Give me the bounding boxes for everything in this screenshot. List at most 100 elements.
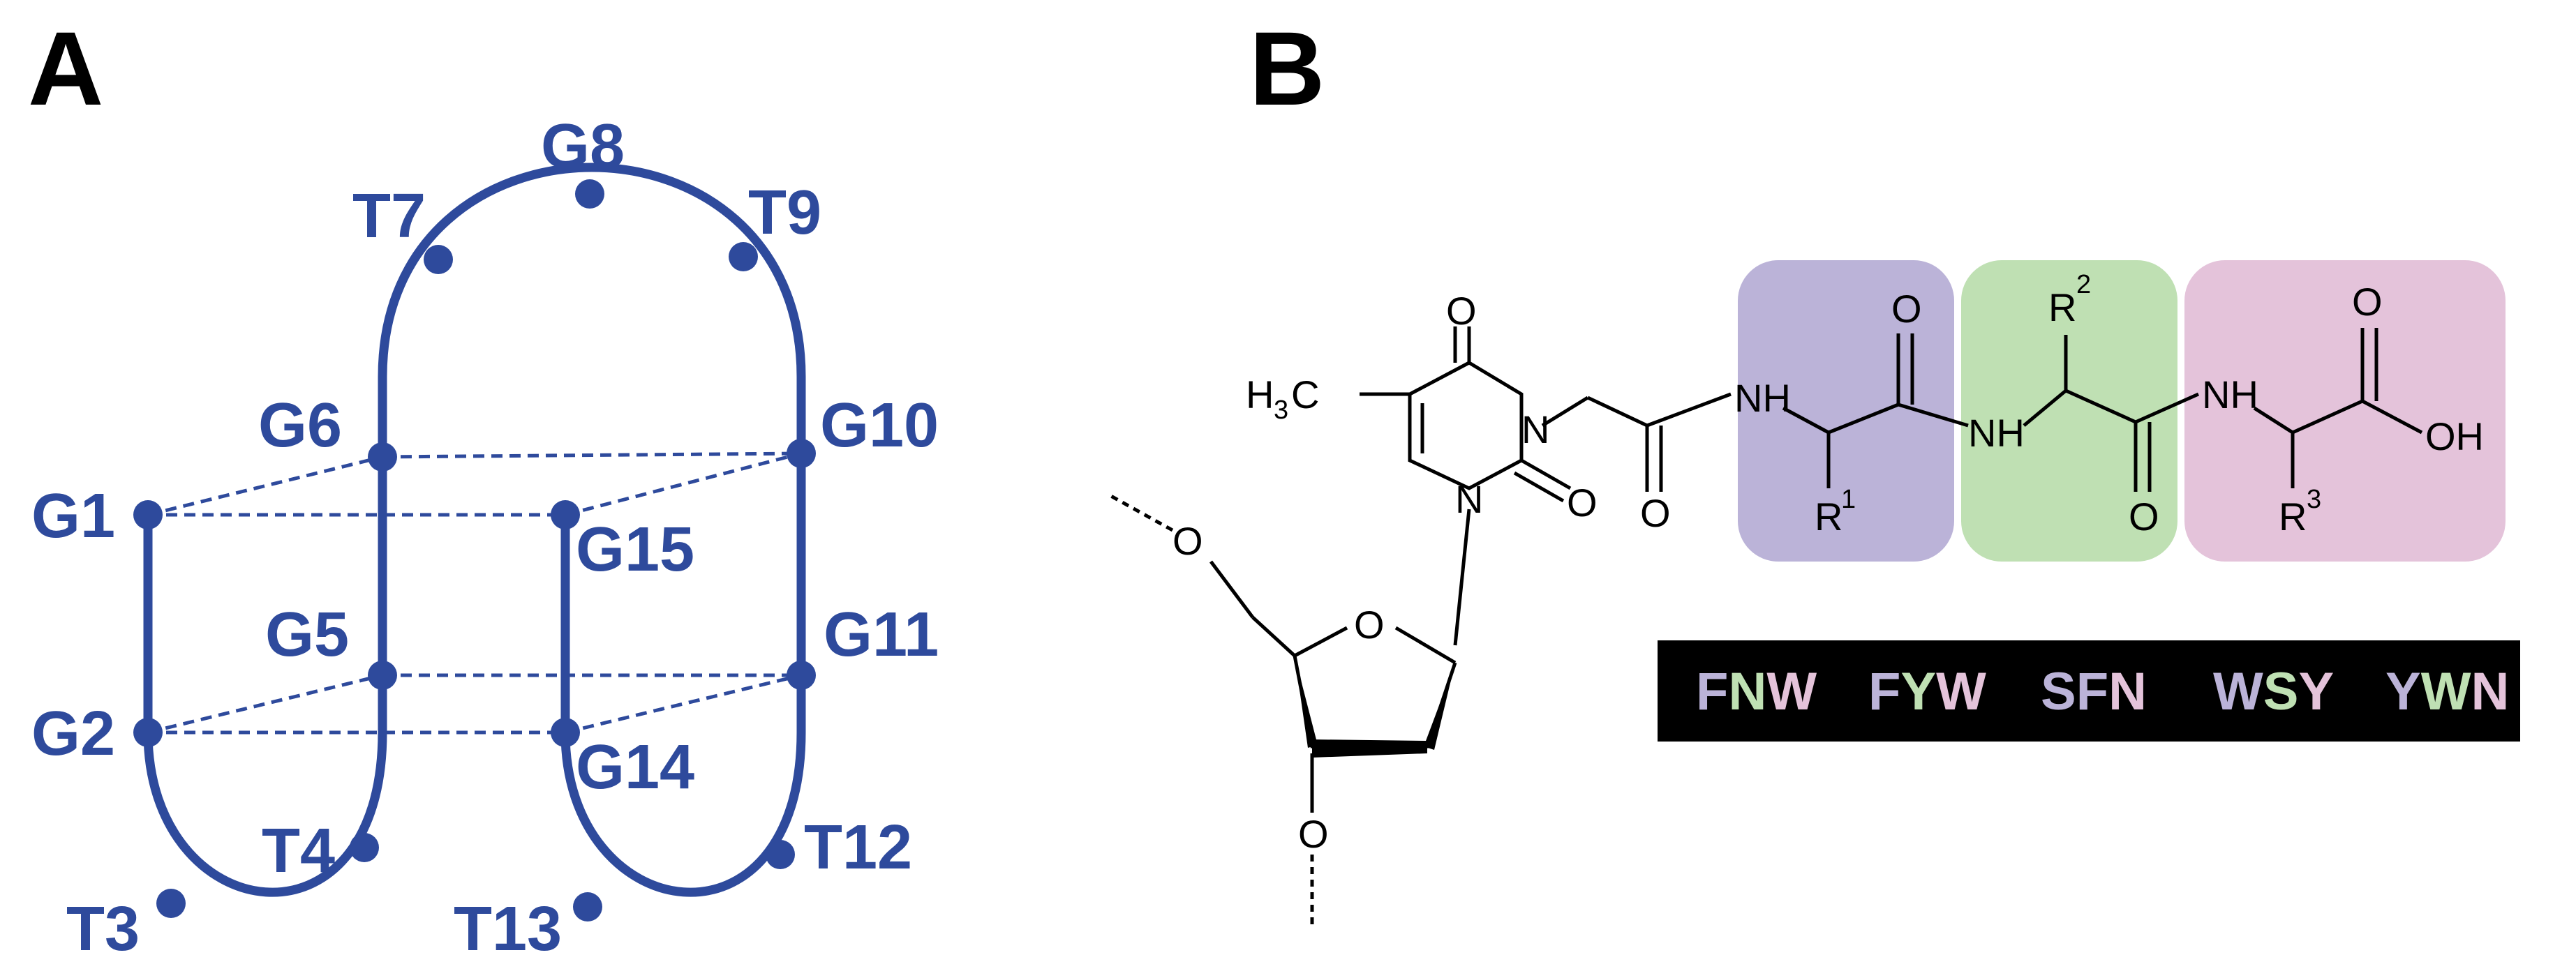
- atom-o-top: O: [1446, 289, 1477, 333]
- atom-r1: R: [1815, 495, 1842, 539]
- code-1-letter-2: N: [1728, 662, 1766, 721]
- stack-line-g1-g6: [147, 455, 383, 517]
- atom-o-3prime: O: [1298, 812, 1329, 856]
- bond-ch2-c: [1586, 396, 1648, 428]
- g-quadruplex-diagram: G1 G2 T3 T4 G5 G6 T7 G8 T9 G10 G11 T12 T…: [31, 112, 939, 964]
- atom-o-c2: O: [1567, 481, 1598, 525]
- stack-line-g2-g5: [147, 673, 383, 735]
- bond-ca1-c1: [1828, 403, 1899, 435]
- label-g5: G5: [265, 600, 349, 670]
- node-g2: [133, 718, 163, 747]
- atom-n1: N: [1455, 477, 1483, 521]
- node-g14: [551, 718, 580, 747]
- bond-c2-o-double: [1513, 471, 1565, 503]
- atom-nh3: NH: [2202, 373, 2258, 416]
- code-3: SFN: [2041, 662, 2147, 721]
- bond-nh3-ca3: [2253, 406, 2294, 435]
- code-1: FNW: [1696, 662, 1817, 721]
- code-2-letter-3: W: [1936, 662, 1986, 721]
- node-g11: [787, 661, 816, 690]
- bond-n3-ch2: [1541, 396, 1589, 428]
- bond-nh2-ca2: [2023, 389, 2067, 427]
- bond-c2-nh3: [2134, 392, 2200, 424]
- atom-n3: N: [1521, 407, 1549, 451]
- label-t4: T4: [262, 816, 335, 886]
- atom-o-acid: O: [2352, 280, 2383, 324]
- bond-c-nh1: [1646, 392, 1732, 428]
- bond-c1-nh2: [1898, 403, 1969, 428]
- stack-line-g14-g11: [565, 673, 802, 735]
- atom-r2-sup: 2: [2076, 270, 2091, 299]
- label-t12: T12: [804, 813, 912, 882]
- code-4-letter-2: S: [2263, 662, 2299, 721]
- bond-ca3-c3: [2291, 399, 2364, 435]
- label-t13: T13: [454, 894, 562, 964]
- bond-c2-o: [1520, 458, 1572, 490]
- label-g15: G15: [576, 515, 694, 585]
- code-3-letter-1: S: [2041, 662, 2076, 721]
- atom-o-sugar: O: [1354, 603, 1385, 647]
- atom-o-5prime: O: [1172, 519, 1203, 563]
- chemical-structure: O H 3 C N N O O O O O NH O R 1 NH R 2 O …: [1108, 270, 2484, 928]
- label-g11: G11: [824, 600, 939, 670]
- code-1-letter-1: F: [1696, 662, 1728, 721]
- node-g6: [368, 442, 397, 472]
- bond-c5prime-o: [1209, 560, 1254, 619]
- bond-n1-c1prime: [1453, 509, 1471, 646]
- stacking-lines: [147, 451, 802, 735]
- node-t12: [766, 840, 795, 869]
- code-5-letter-2: W: [2421, 662, 2471, 721]
- label-g2: G2: [31, 699, 115, 769]
- atom-oh-acid: OH: [2425, 414, 2484, 458]
- residue-box-2: [1961, 260, 2177, 562]
- node-t3: [156, 889, 186, 918]
- code-5-letter-1: Y: [2385, 662, 2421, 721]
- code-3-letter-2: F: [2076, 662, 2108, 721]
- atom-o-amide3: O: [2129, 495, 2159, 539]
- bond-wedge-right: [1424, 663, 1455, 750]
- stack-line-g6-g10: [382, 451, 802, 459]
- label-t3: T3: [66, 894, 140, 964]
- atom-r1-sup: 1: [1841, 485, 1856, 514]
- node-g5: [368, 661, 397, 690]
- bond-o5prime-dash: [1108, 493, 1174, 532]
- atom-r3: R: [2279, 495, 2307, 539]
- atom-o-amide1: O: [1640, 491, 1671, 535]
- code-5-letter-3: N: [2471, 662, 2509, 721]
- code-strip-background: [1658, 640, 2520, 742]
- node-g15: [551, 500, 580, 529]
- node-g1: [133, 500, 163, 529]
- node-t13: [573, 892, 602, 921]
- label-t7: T7: [352, 181, 426, 251]
- atom-r3-sup: 3: [2307, 485, 2321, 514]
- atom-methyl-sub: 3: [1274, 396, 1288, 425]
- bond-ring: [1408, 361, 1524, 490]
- node-t7: [424, 245, 453, 274]
- atom-methyl-c: C: [1291, 373, 1319, 416]
- bond-nh1-ca1: [1782, 406, 1830, 435]
- atom-nh1: NH: [1734, 376, 1791, 420]
- panel-b-label: B: [1249, 10, 1325, 127]
- code-2-letter-1: F: [1868, 662, 1900, 721]
- atom-r2: R: [2048, 285, 2076, 329]
- bond-wedge-bold: [1312, 739, 1427, 758]
- code-2-letter-2: Y: [1900, 662, 1936, 721]
- atom-o-r1: O: [1891, 287, 1922, 331]
- label-g6: G6: [258, 391, 342, 460]
- node-g8: [575, 179, 604, 209]
- atom-methyl-h: H: [1246, 373, 1274, 416]
- atom-nh2: NH: [1968, 411, 2025, 455]
- node-g10: [787, 439, 816, 468]
- node-t4: [350, 833, 379, 862]
- panel-a-label: A: [28, 10, 103, 127]
- label-g8: G8: [541, 112, 625, 181]
- label-t9: T9: [748, 178, 821, 248]
- label-g1: G1: [31, 481, 115, 551]
- stack-line-g15-g10: [565, 451, 802, 517]
- code-5: YWN: [2385, 662, 2509, 721]
- code-4-letter-3: Y: [2298, 662, 2334, 721]
- bond-c3-oh: [2361, 399, 2423, 435]
- residue-box-3: [2184, 260, 2506, 562]
